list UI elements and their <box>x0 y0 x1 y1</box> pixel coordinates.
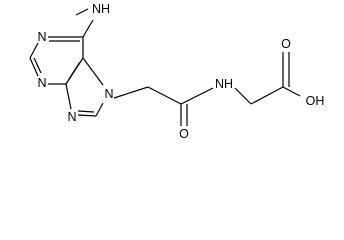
atom-labels: NH N N N N NH O O OH <box>37 2 324 141</box>
bond-n7-ch2 <box>113 86 149 99</box>
bond-nh-ch2 <box>234 87 252 105</box>
atom-label-n3: N <box>37 76 46 90</box>
bond-acid-carbon-oh <box>282 86 301 97</box>
atom-label-n9: N <box>67 110 76 124</box>
bond-c8-n9-inner <box>77 110 95 113</box>
bond-c2-n3 <box>29 57 39 77</box>
atom-label-n1: N <box>37 30 46 44</box>
atom-label-amide-nh: NH <box>215 77 233 91</box>
bond-n1-c2 <box>29 42 39 59</box>
bond-lines <box>29 8 301 126</box>
bond-c2-n3-inner <box>33 57 42 74</box>
atom-label-amide-o: O <box>179 127 189 141</box>
bond-methyl-nh <box>75 8 89 16</box>
bond-n9-c4 <box>65 83 72 110</box>
atom-label-acid-oh: OH <box>306 94 325 108</box>
bond-n7-c8 <box>95 102 104 117</box>
bond-carbonyl-nh <box>180 87 214 105</box>
bond-c8-n9 <box>77 114 97 117</box>
bond-nh-c6 <box>82 19 94 38</box>
atom-label-methylamino-nh: NH <box>92 2 110 16</box>
atom-label-acid-o: O <box>281 37 291 51</box>
chemical-structure-diagram: NH N N N N NH O O OH <box>29 2 324 141</box>
bond-ch2-carbonyl <box>147 86 182 105</box>
bond-c4-c5-inner <box>68 61 81 80</box>
bond-ch2-acid-carbon <box>250 86 284 105</box>
bond-c5-n7 <box>82 57 104 86</box>
atom-label-n7: N <box>104 87 113 101</box>
